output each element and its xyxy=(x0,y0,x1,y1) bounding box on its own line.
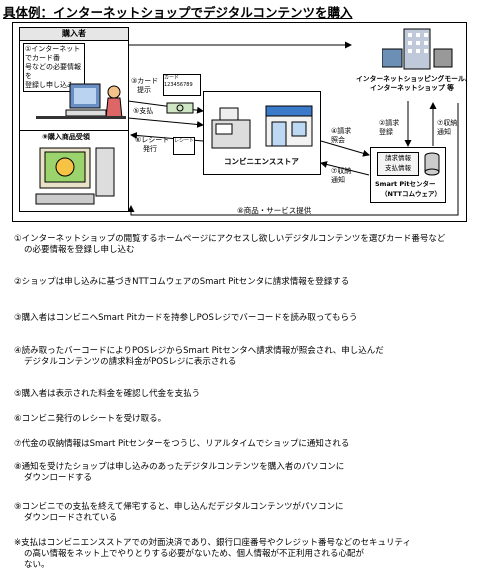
flow-label-step6: ⑥レシート 発行 xyxy=(135,136,169,153)
step-item-7: ⑦代金の収納情報はSmart Pitセンターをつうじ、リアルタイムでショップに通… xyxy=(14,439,472,450)
billing-info-line-2: 支払情報 xyxy=(385,164,411,172)
arrow-step7-store xyxy=(320,161,370,176)
step-4-line-1: ④読み取ったバーコードによりPOSレジからSmart Pitセンタへ請求情報が照… xyxy=(14,346,384,356)
person-pc-illustration xyxy=(36,83,126,119)
money-icon xyxy=(166,102,194,114)
step-7-line-1: ⑦代金の収納情報はSmart Pitセンターをつうじ、リアルタイムでショップに通… xyxy=(14,439,350,449)
receipt-icon: レシート xyxy=(173,137,195,155)
step-3-line-1: ③購入者はコンビニへSmart Pitカードを持参しPOSレジでバーコードを読み… xyxy=(14,313,358,323)
note-line-1: ※支払はコンビニエンスストアでの対面決済であり、銀行口座番号やクレジット番号など… xyxy=(14,538,412,548)
step-9-line-1: ⑨コンビニでの支払を終えて帰宅すると、申し込んだデジタルコンテンツがパソコンに xyxy=(14,502,344,512)
step-item-6: ⑥コンビニ発行のレシートを受け取る。 xyxy=(14,414,472,425)
smartpit-center-box: 請求情報 支払情報 Smart Pitセンター （NTTコムウェア） xyxy=(370,147,446,203)
step-item-3: ③購入者はコンビニへSmart Pitカードを持参しPOSレジでバーコードを読み… xyxy=(14,313,472,324)
step-item-1: ①インターネットショップの閲覧するホームページにアクセスし欲しいデジタルコンテン… xyxy=(14,234,472,256)
buyer-heading: 購入者 xyxy=(20,28,128,41)
step-item-2: ②ショップは申し込みに基づきNTTコムウェアのSmart Pitセンタに請求情報… xyxy=(14,277,472,288)
buyer-box: 購入者 ①インターネットでカード番 号などの必要情報を 登録し申し込み ⑨購入商… xyxy=(19,27,129,212)
billing-info-line-1: 請求情報 xyxy=(385,154,411,162)
step-2-line-1: ②ショップは申し込みに基づきNTTコムウェアのSmart Pitセンタに請求情報… xyxy=(14,277,350,287)
flow-label-step3: ③カード 提示 xyxy=(131,77,158,94)
billing-info-store: 請求情報 支払情報 xyxy=(377,152,419,176)
flow-step3-line-2: 提示 xyxy=(137,85,151,94)
buyer-step1-line-2: 号などの必要情報を xyxy=(25,63,81,80)
flow-label-step4: ④請求 照会 xyxy=(331,127,351,144)
flow-step3-line-1: ③カード xyxy=(131,77,159,85)
step-6-line-1: ⑥コンビニ発行のレシートを受け取る。 xyxy=(14,414,167,424)
flow-step2-line-2: 登録 xyxy=(379,127,393,136)
step-8-line-2: ダウンロードする xyxy=(24,473,93,483)
receipt-label: レシート xyxy=(174,138,195,144)
step-5-line-1: ⑤購入者は表示された料金を確認し代金を支払う xyxy=(14,389,201,399)
flow-label-step8: ⑧商品・サービス提供 xyxy=(237,206,312,215)
step-8-line-1: ⑧通知を受けたショップは申し込みのあったデジタルコンテンツを購入者のパソコンに xyxy=(14,462,345,472)
flow-step7b-line-1: ⑦収納 xyxy=(331,167,352,175)
flow-step7b-line-2: 通知 xyxy=(331,175,345,184)
step-item-4: ④読み取ったバーコードによりPOSレジからSmart Pitセンタへ請求情報が照… xyxy=(14,346,472,368)
buyer-step1-line-3: 登録し申し込み xyxy=(25,81,74,89)
shop-label-line-2: インターネットショップ 等 xyxy=(370,84,454,92)
step-item-8: ⑧通知を受けたショップは申し込みのあったデジタルコンテンツを購入者のパソコンに … xyxy=(14,462,472,484)
buyer-step1-line-1: ①インターネットでカード番 xyxy=(25,45,81,62)
center-label-line-2: （NTTコムウェア） xyxy=(381,190,441,198)
note-line-3: ない。 xyxy=(24,560,50,570)
flow-step7a-line-1: ⑦収納 xyxy=(437,119,458,127)
flow-step2-line-1: ②請求 xyxy=(379,119,400,127)
convenience-store-box: コンビニエンスストア xyxy=(203,91,321,175)
store-label: コンビニエンスストア xyxy=(224,157,299,166)
flow-label-step5: ⑤支払 xyxy=(133,107,154,115)
arrow-step8 xyxy=(127,103,459,216)
note-line-2: の高い情報をネット上でやりとりする必要がないため、個人情報が不正利用される心配が xyxy=(24,549,365,559)
shop-label-line-1: インターネットショッピングモール、 xyxy=(356,75,472,83)
smartpit-card: カード 123456789 xyxy=(163,74,201,96)
step-item-5: ⑤購入者は表示された料金を確認し代金を支払う xyxy=(14,389,472,400)
flow-step7a-line-2: 通知 xyxy=(437,127,451,136)
flow-label-step7-shop: ⑦収納 通知 xyxy=(437,119,457,136)
flow-step6-line-2: 発行 xyxy=(143,144,157,153)
flow-diagram: 購入者 ①インターネットでカード番 号などの必要情報を 登録し申し込み ⑨購入商… xyxy=(12,22,472,222)
card-number: 123456789 xyxy=(164,82,193,88)
note-item: ※支払はコンビニエンスストアでの対面決済であり、銀行口座番号やクレジット番号など… xyxy=(14,538,472,571)
arrow-step5 xyxy=(127,117,204,128)
flow-step6-line-1: ⑥レシート xyxy=(135,136,170,144)
server-icon xyxy=(424,152,440,176)
flow-arrows xyxy=(127,41,459,216)
card-title: カード xyxy=(164,75,180,81)
store-illustration xyxy=(211,105,313,149)
pc-display-illustration xyxy=(35,147,115,205)
flow-label-step2: ②請求 登録 xyxy=(379,119,399,136)
flow-step4-line-1: ④請求 xyxy=(331,127,352,135)
flow-step4-line-2: 照会 xyxy=(331,135,345,144)
step-9-line-2: ダウンロードされている xyxy=(24,513,118,523)
buyer-step9-note: ⑨購入商品受領 xyxy=(42,133,90,141)
step-1-line-2: の必要情報を登録し申し込む xyxy=(24,245,135,255)
shop-building-illustration xyxy=(382,28,453,70)
flow-label-step7-store: ⑦収納 通知 xyxy=(331,167,351,184)
step-item-9: ⑨コンビニでの支払を終えて帰宅すると、申し込んだデジタルコンテンツがパソコンに … xyxy=(14,502,472,524)
shop-node: インターネットショッピングモール、 インターネットショップ 等 xyxy=(352,27,472,101)
step-4-line-2: デジタルコンテンツの請求料金がPOSレジに表示される xyxy=(24,357,237,367)
center-label-line-1: Smart Pitセンター xyxy=(375,180,436,188)
page-title: 具体例：インターネットショップでデジタルコンテンツを購入 xyxy=(3,5,353,20)
step-1-line-1: ①インターネットショップの閲覧するホームページにアクセスし欲しいデジタルコンテン… xyxy=(14,234,446,244)
arrow-step4 xyxy=(320,140,370,157)
